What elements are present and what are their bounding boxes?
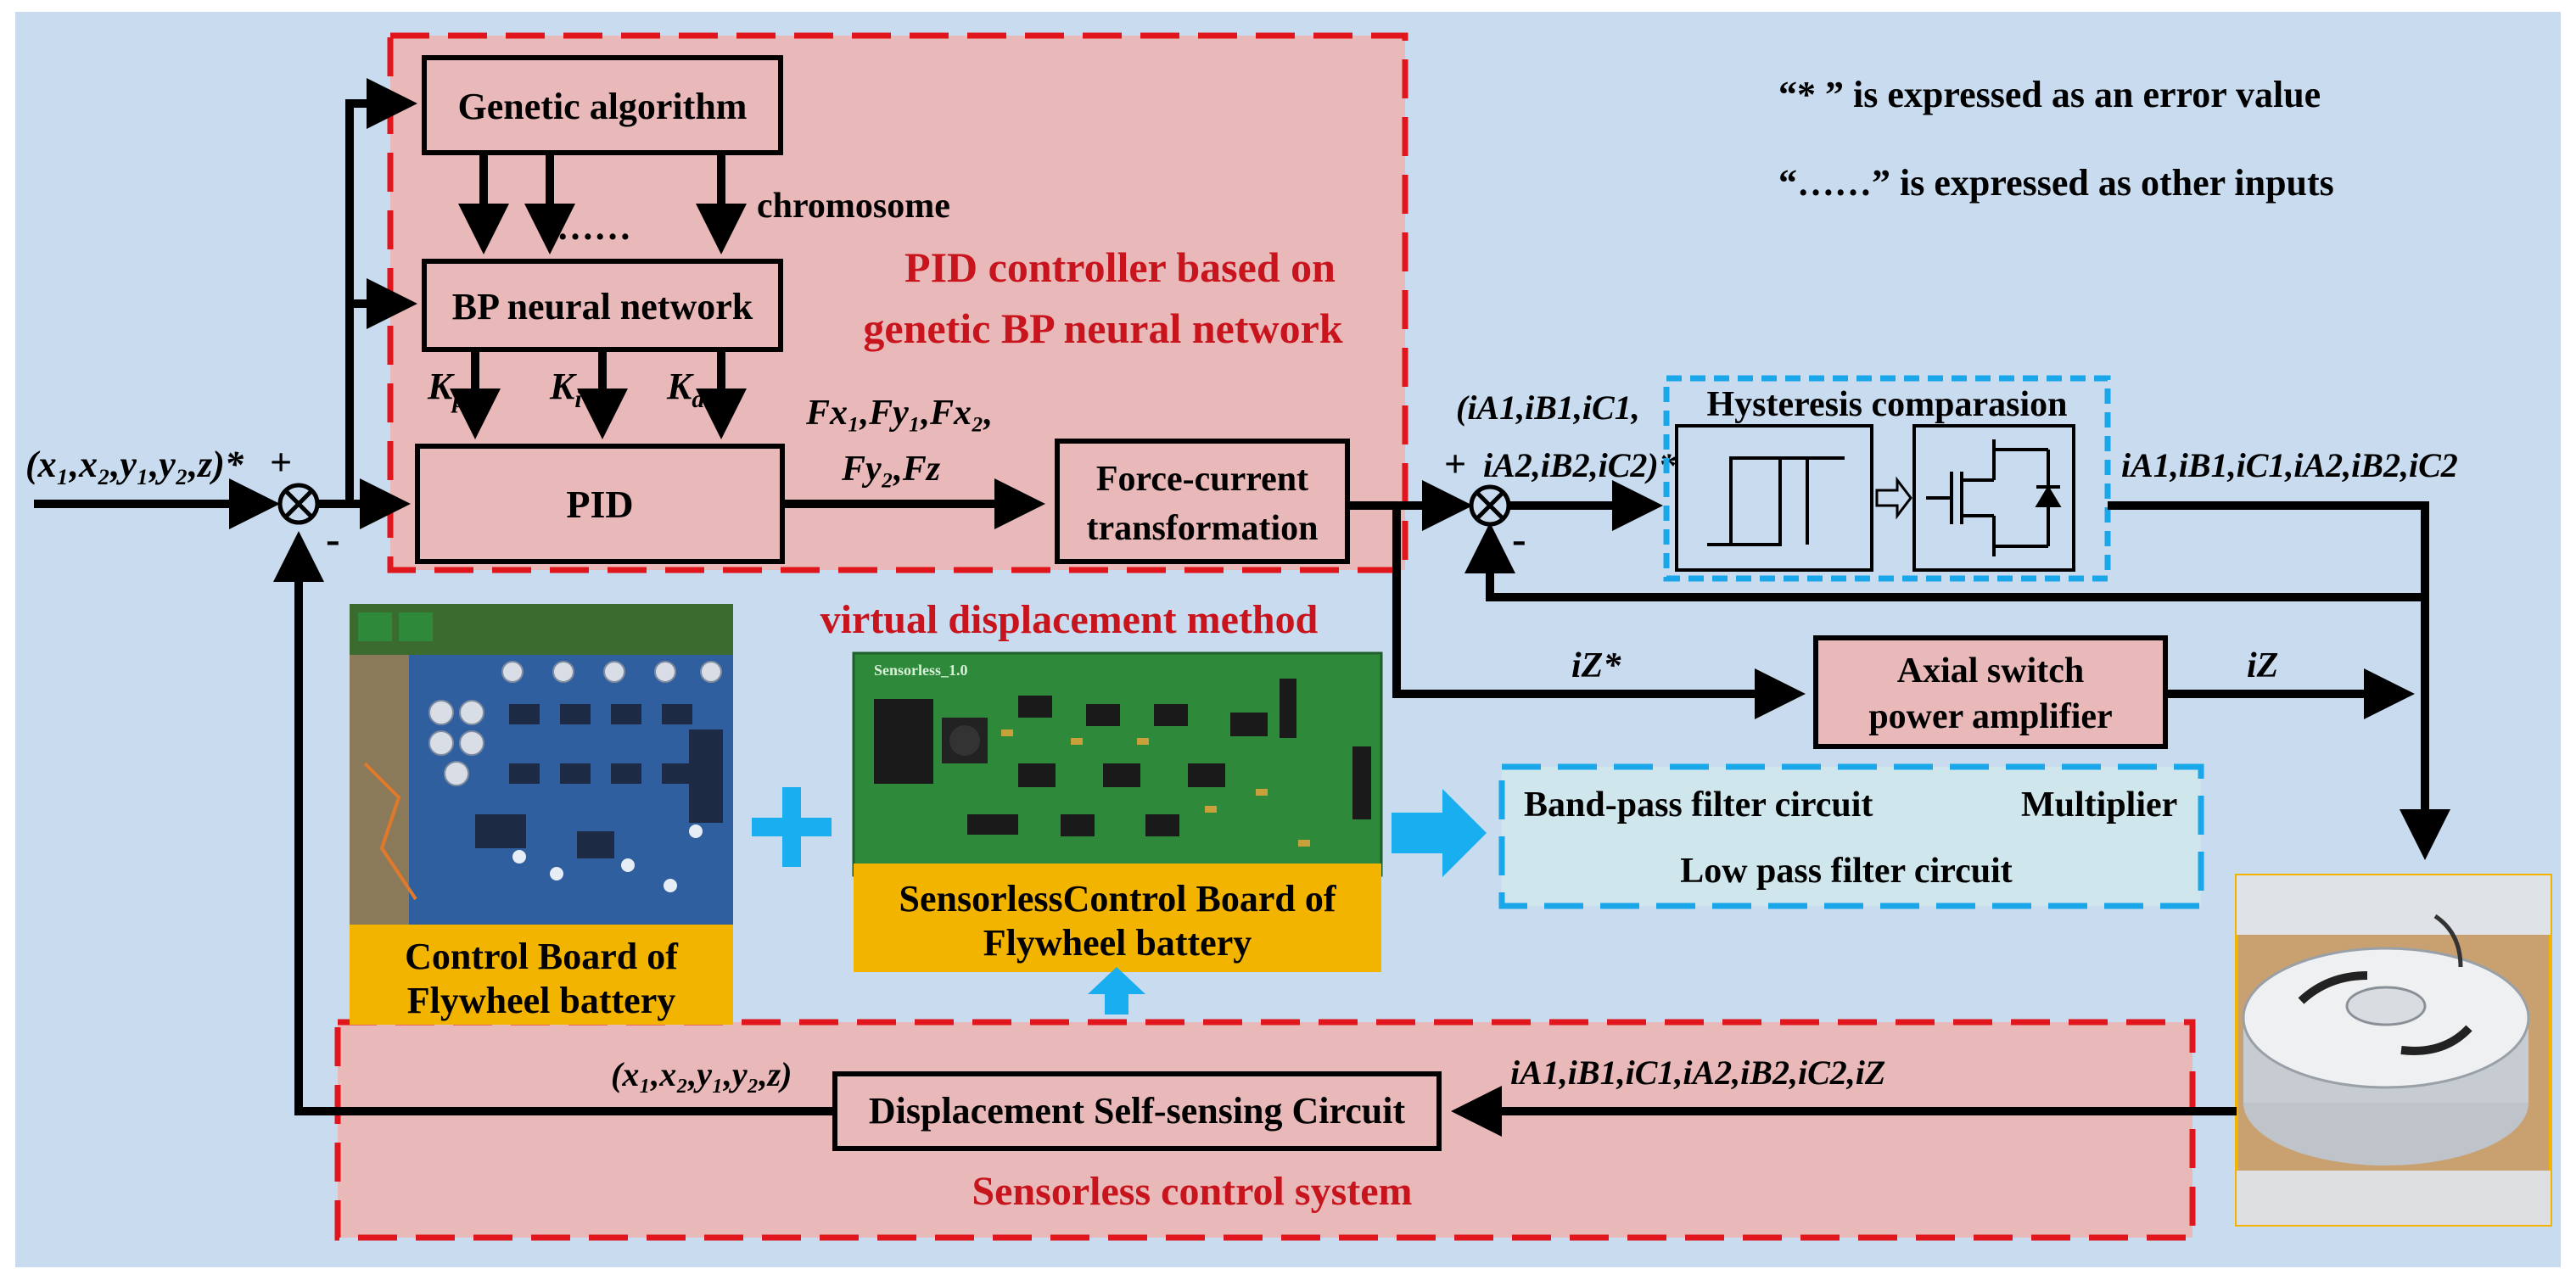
feedback-wires — [273, 531, 2237, 1137]
sensorless-region-title: Sensorless control system — [972, 1169, 1412, 1214]
pid-region-title-line2: genetic BP neural network — [863, 305, 1342, 352]
svg-text:Force-current: Force-current — [1096, 460, 1308, 499]
bandpass-filter-label: Band-pass filter circuit — [1524, 785, 1873, 824]
svg-text:Displacement Self-sensing Circ: Displacement Self-sensing Circuit — [869, 1090, 1406, 1132]
kd-label: Kd — [666, 366, 705, 413]
hysteresis-region — [1663, 375, 2111, 582]
sum2-plus: + — [1444, 442, 1466, 485]
hysteresis-title: Hysteresis comparasion — [1706, 385, 2067, 424]
bp-to-pid-arrows — [450, 349, 747, 439]
output-currents-label: iA1,iB1,iC1,iA2,iB2,iC2 — [2121, 446, 2458, 484]
force-current-transformation-block: Force-current transformation — [1055, 439, 1350, 564]
svg-text:Flywheel battery: Flywheel battery — [407, 980, 675, 1021]
pid-block: PID — [415, 444, 785, 564]
note-error-value: “* ” is expressed as an error value — [1778, 74, 2321, 115]
ga-to-bp-arrows — [458, 153, 747, 254]
ellipsis-label: …… — [557, 206, 631, 248]
feedback-currents-label: iA1,iB1,iC1,iA2,iB2,iC2,iZ — [1510, 1054, 1885, 1092]
feedback-position-label: (x₁,x₂,y₁,y₂,z) — [611, 1055, 792, 1093]
svg-text:Genetic algorithm: Genetic algorithm — [458, 86, 748, 127]
control-board-caption: Control Board of Flywheel battery — [350, 925, 733, 1025]
iz-label: iZ — [2247, 646, 2278, 685]
ki-label: Ki — [549, 366, 582, 413]
sum2-minus: - — [1512, 515, 1526, 562]
filter-circuit-region — [1498, 763, 2204, 909]
svg-text:Sensorless_1.0: Sensorless_1.0 — [874, 662, 968, 679]
multiplier-label: Multiplier — [2021, 785, 2177, 824]
svg-text:Control Board of: Control Board of — [405, 936, 679, 977]
lowpass-filter-label: Low pass filter circuit — [1680, 852, 2013, 891]
kp-label: Kp — [427, 366, 465, 413]
input-wires — [34, 78, 417, 529]
output-current-wires — [1464, 501, 2450, 860]
forces-label-line1: Fx₁,Fy₁,Fx₂, — [805, 394, 993, 433]
hysteresis-comparator-icon — [1675, 424, 1873, 572]
up-arrow-icon — [1088, 967, 1145, 1014]
mosfet-switch-icon — [1912, 424, 2075, 572]
input-reference-label: (x₁,x₂,y₁,y₂,z)* — [25, 444, 244, 485]
svg-text:BP neural network: BP neural network — [452, 286, 753, 327]
virtual-displacement-label: virtual displacement method — [820, 597, 1319, 642]
svg-text:PID: PID — [566, 483, 633, 526]
sum1-minus: - — [326, 515, 340, 562]
bp-neural-network-block: BP neural network — [422, 259, 783, 352]
svg-text:Axial switch: Axial switch — [1897, 651, 2085, 690]
current-reference-line1: (iA1,iB1,iC1, — [1456, 388, 1640, 427]
svg-text:transformation: transformation — [1087, 509, 1319, 548]
current-reference-line2: iA2,iB2,iC2)* — [1483, 446, 1677, 484]
iz-reference-label: iZ* — [1571, 646, 1621, 685]
svg-text:Flywheel battery: Flywheel battery — [983, 922, 1252, 964]
pid-region-title-line1: PID controller based on — [904, 243, 1336, 291]
board-to-filter-arrow-icon — [1392, 789, 1487, 877]
sensorless-board-photo: Sensorless_1.0 — [852, 651, 1383, 877]
current-path-wires — [1347, 480, 1806, 719]
axial-switch-power-amplifier-block: Axial switch power amplifier — [1813, 635, 2168, 749]
genetic-algorithm-block: Genetic algorithm — [422, 55, 783, 155]
note-other-inputs: “……” is expressed as other inputs — [1778, 162, 2334, 204]
plus-icon — [752, 787, 832, 867]
displacement-self-sensing-block: Displacement Self-sensing Circuit — [832, 1071, 1442, 1151]
svg-text:SensorlessControl Board of: SensorlessControl Board of — [899, 878, 1337, 919]
chromosome-label: chromosome — [757, 187, 950, 226]
control-board-photo — [350, 604, 733, 925]
forces-label-line2: Fy₂,Fz — [841, 450, 941, 489]
flywheel-battery-photo — [2235, 874, 2552, 1227]
sum1-plus: + — [270, 440, 292, 483]
sensorless-board-caption: SensorlessControl Board of Flywheel batt… — [854, 864, 1381, 972]
svg-text:power amplifier: power amplifier — [1868, 697, 2112, 736]
signal-transfer-arrow-icon — [1875, 476, 1912, 520]
